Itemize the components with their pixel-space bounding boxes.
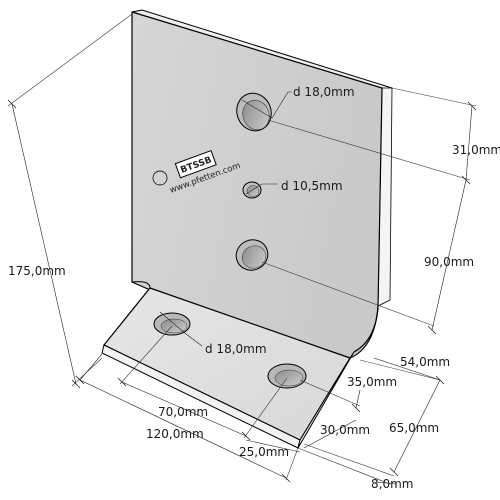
label-dist-top: 31,0mm [452,143,500,157]
dimension-lines [7,13,477,485]
label-thickness: 8,0mm [371,477,413,491]
bracket-bend [131,281,151,289]
label-dist-30: 30,0mm [320,423,370,437]
label-dist-25: 25,0mm [239,445,289,459]
dimension-ticks [7,99,477,483]
label-dist-base-vert: 54,0mm [400,355,450,369]
label-hole-top: d 18,0mm [293,85,355,99]
leaders [159,91,292,347]
label-hole-spacing: 70,0mm [158,405,208,419]
label-dist-35: 35,0mm [347,375,397,389]
label-base-depth: 65,0mm [389,421,439,435]
label-dist-mid: 90,0mm [424,255,474,269]
hole-base-right [267,363,307,389]
hole-top [236,92,272,132]
dimension-labels: d 18,0mm d 10,5mm d 18,0mm 175,0mm 31,0m… [8,85,500,491]
label-width: 120,0mm [146,427,204,441]
hole-base-left [153,312,191,336]
copyright-symbol: © [155,172,166,185]
copyright-mark: © [152,170,168,186]
label-hole-base-left: d 18,0mm [205,342,267,356]
hole-mid [235,239,269,271]
bracket-outer-bend [353,305,379,353]
copyright-icon [152,170,168,186]
label-height: 175,0mm [8,264,66,278]
label-hole-small: d 10,5mm [281,179,343,193]
